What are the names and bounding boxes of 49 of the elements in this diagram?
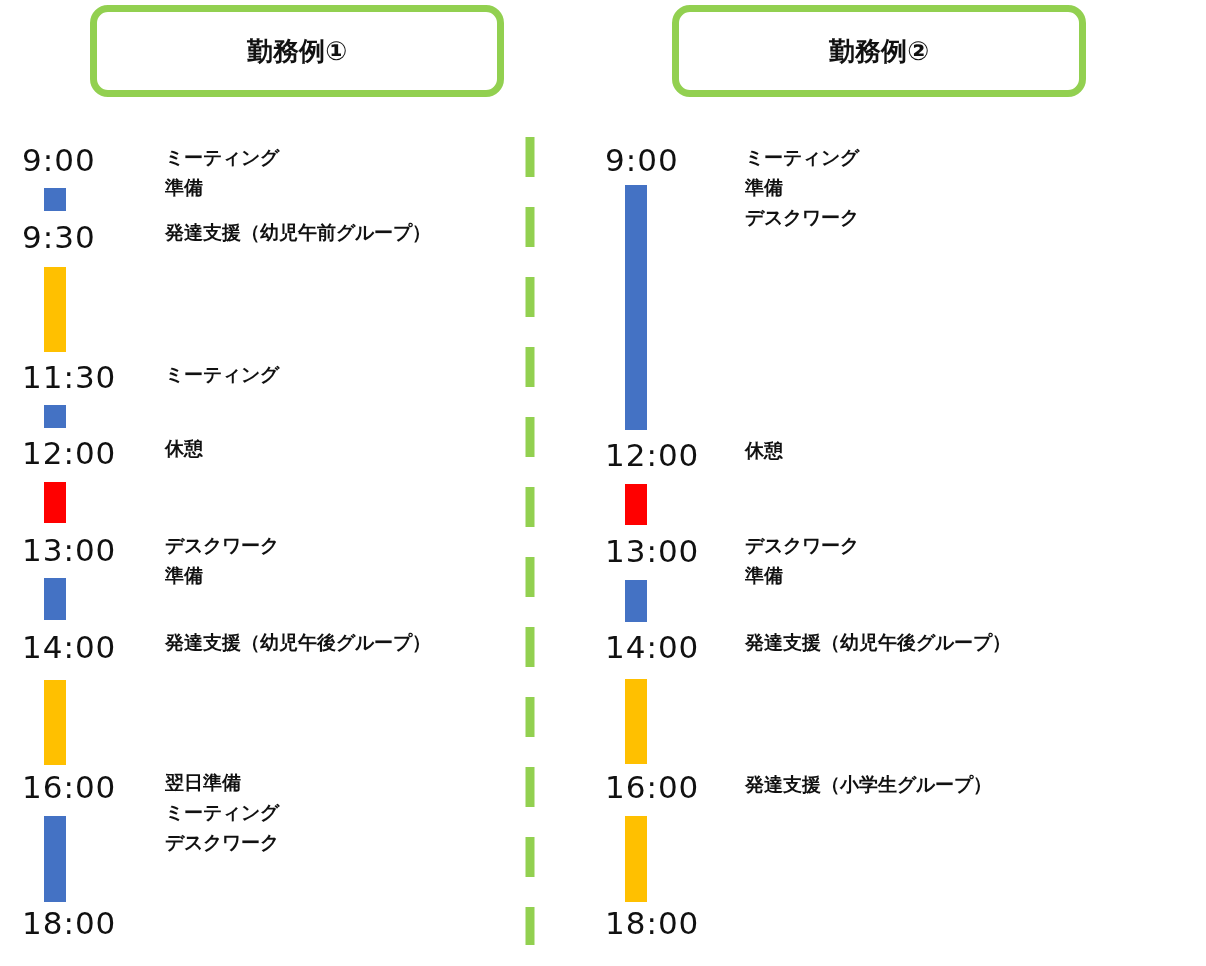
- activity-label: 発達支援（幼児午前グループ）: [165, 220, 431, 244]
- time-label: 16:00: [605, 770, 700, 804]
- time-label: 18:00: [22, 906, 117, 940]
- schedule-bar: [625, 679, 647, 764]
- time-label: 12:00: [22, 436, 117, 470]
- activity-label: 発達支援（幼児午後グループ）: [165, 630, 431, 654]
- schedule-bar: [625, 580, 647, 622]
- activity-label: デスクワーク: [745, 205, 859, 229]
- activity-label: ミーティング: [165, 145, 279, 169]
- header-text: 勤務例②: [829, 34, 929, 68]
- time-label: 14:00: [22, 630, 117, 664]
- activity-label: 準備: [745, 175, 783, 199]
- activity-label: デスクワーク: [165, 830, 279, 854]
- activity-label: デスクワーク: [745, 533, 859, 557]
- schedule-bar: [44, 816, 66, 902]
- activity-label: ミーティング: [165, 362, 279, 386]
- activity-label: 準備: [745, 563, 783, 587]
- header-text: 勤務例①: [247, 34, 347, 68]
- time-label: 13:00: [22, 533, 117, 567]
- time-label: 18:00: [605, 906, 700, 940]
- time-label: 12:00: [605, 438, 700, 472]
- schedule-bar: [625, 185, 647, 430]
- schedule-bar: [44, 405, 66, 428]
- schedule-bar: [625, 484, 647, 525]
- time-label: 9:00: [605, 143, 679, 177]
- activity-label: デスクワーク: [165, 533, 279, 557]
- time-label: 9:00: [22, 143, 96, 177]
- activity-label: 休憩: [745, 438, 783, 462]
- header-box: [90, 5, 504, 97]
- time-label: 13:00: [605, 534, 700, 568]
- activity-label: 発達支援（幼児午後グループ）: [745, 630, 1011, 654]
- activity-label: 休憩: [165, 436, 203, 460]
- activity-label: 準備: [165, 175, 203, 199]
- schedule-bar: [44, 188, 66, 211]
- schedule-bar: [44, 482, 66, 523]
- schedule-bar: [44, 680, 66, 765]
- time-label: 11:30: [22, 360, 117, 394]
- schedule-bar: [44, 578, 66, 620]
- activity-label: ミーティング: [745, 145, 859, 169]
- schedule-bar: [44, 267, 66, 352]
- header-box: [672, 5, 1086, 97]
- time-label: 16:00: [22, 770, 117, 804]
- time-label: 9:30: [22, 220, 96, 254]
- activity-label: 準備: [165, 563, 203, 587]
- activity-label: 発達支援（小学生グループ）: [745, 772, 992, 796]
- activity-label: ミーティング: [165, 800, 279, 824]
- schedule-bar: [625, 816, 647, 902]
- time-label: 14:00: [605, 630, 700, 664]
- activity-label: 翌日準備: [165, 770, 241, 794]
